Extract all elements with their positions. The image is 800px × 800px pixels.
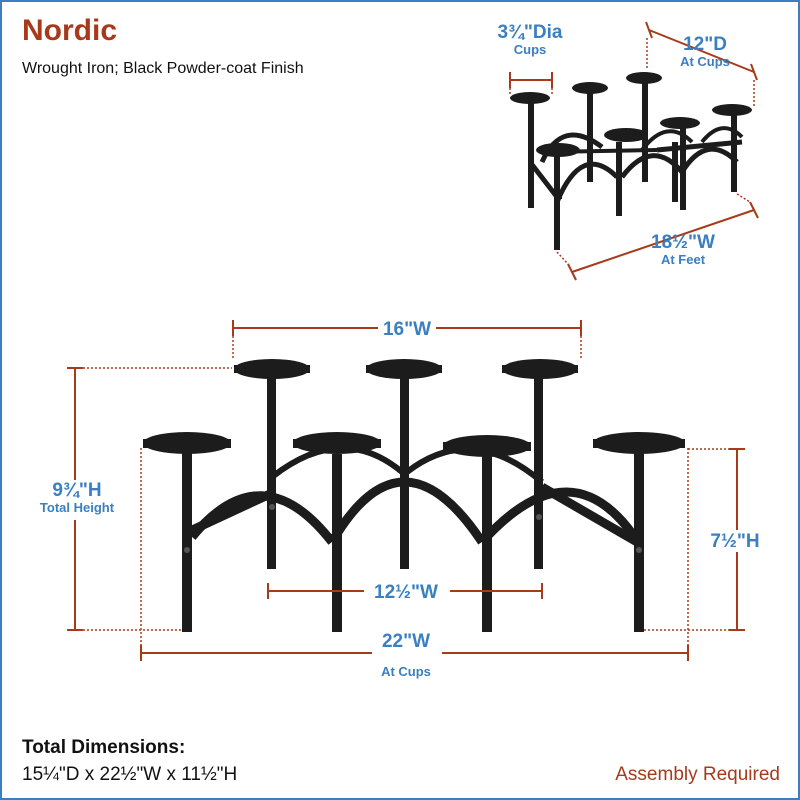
cup-diameter-label: 3¾"Dia: [498, 22, 563, 43]
assembly-required-note: Assembly Required: [615, 764, 780, 785]
feet-width-dimension: [556, 193, 759, 281]
total-height-caption: Total Height: [40, 500, 115, 515]
total-height-label: 9¾"H: [52, 480, 101, 501]
cups-width-label: 22"W: [382, 631, 430, 652]
product-subtitle: Wrought Iron; Black Powder-coat Finish: [22, 60, 304, 77]
depth-caption: At Cups: [680, 54, 730, 69]
feet-width-caption: At Feet: [661, 252, 706, 267]
cup-diameter-dimension: [509, 72, 553, 94]
side-height-label: 7½"H: [710, 531, 759, 552]
feet-width-label: 18½"W: [651, 232, 715, 253]
depth-label: 12"D: [683, 34, 727, 55]
front-candelabra-icon: [143, 359, 685, 632]
product-title: Nordic: [22, 14, 118, 47]
top-cups-width-label: 16"W: [383, 319, 431, 340]
cups-width-caption: At Cups: [381, 664, 431, 679]
total-dimensions-label: Total Dimensions:: [22, 737, 186, 758]
inner-width-label: 12½"W: [374, 582, 438, 603]
cup-diameter-caption: Cups: [514, 42, 547, 57]
perspective-candelabra-icon: [510, 72, 752, 250]
depth-dimension: [645, 21, 758, 106]
total-dimensions-value: 15¼"D x 22½"W x 11½"H: [22, 764, 238, 785]
